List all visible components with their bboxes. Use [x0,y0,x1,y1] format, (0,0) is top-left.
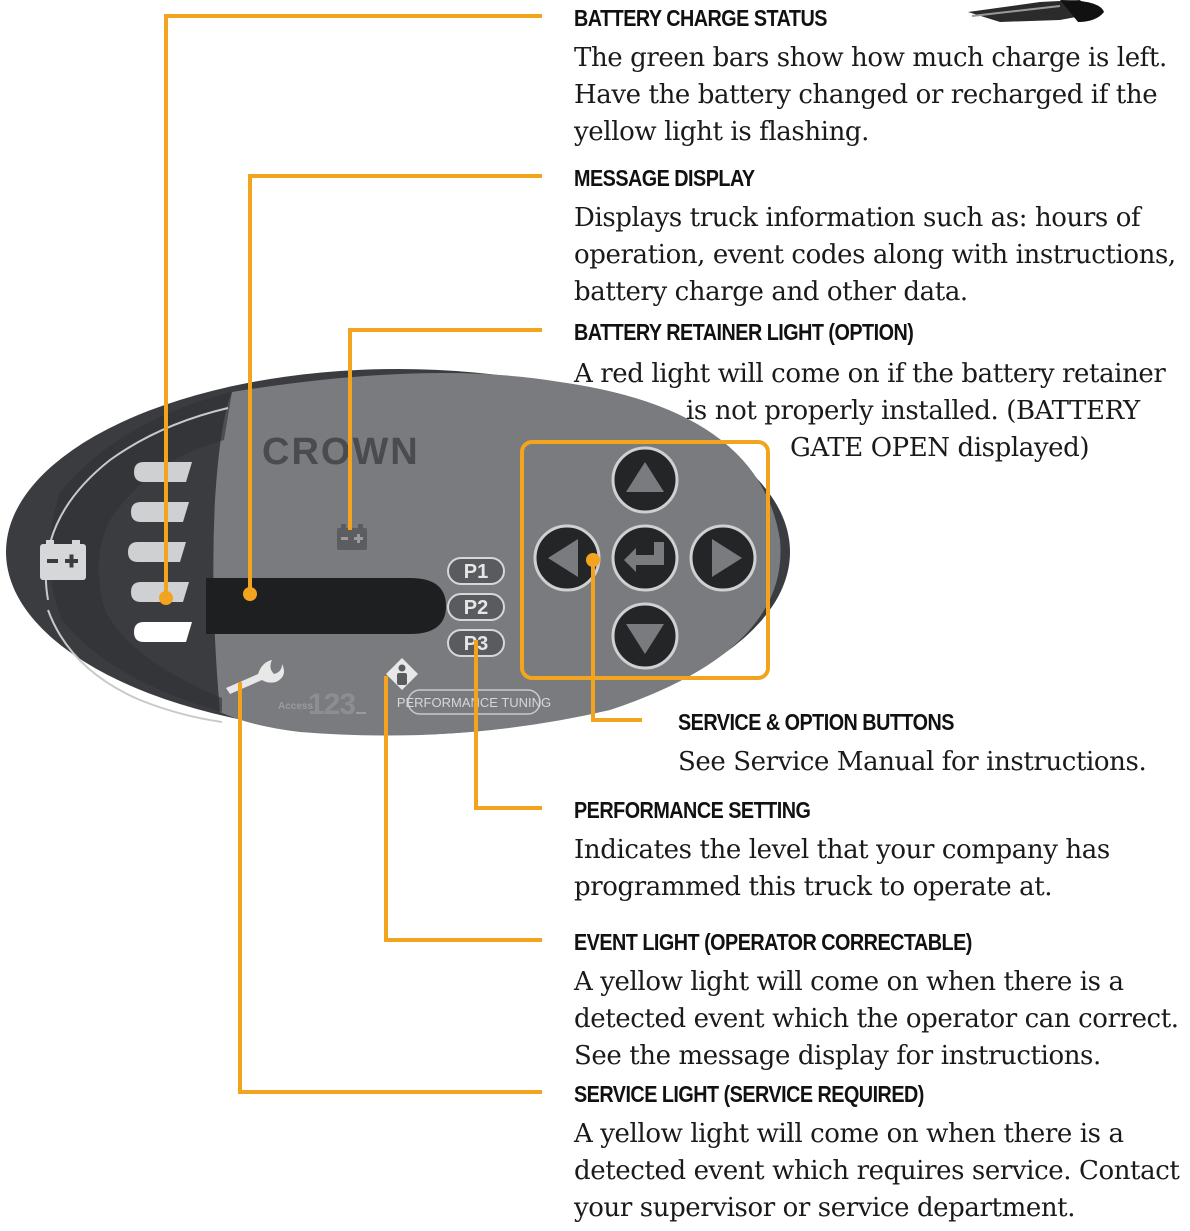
up-arrow-button[interactable] [611,446,679,514]
message-display-screen [206,578,446,634]
battery-bar [131,502,189,522]
down-arrow-button[interactable] [611,602,679,670]
callout-heading: PERFORMANCE SETTING [574,797,811,823]
leader-battery-retainer [348,328,542,530]
p2-button[interactable] [447,593,505,621]
battery-retainer-icon [337,524,367,550]
leader-event-light [384,676,542,942]
callout-body: Displays truck information such as: hour… [574,203,1176,307]
truck-detail-illustration [968,0,1104,22]
leader-performance-setting [474,640,542,810]
leader-service-light [238,682,542,1094]
crown-logo: CROWN [262,431,420,473]
up-arrow-icon [626,462,664,492]
callout-service-option-buttons: SERVICE & OPTION BUTTONS See Service Man… [678,708,1188,781]
leader-lines [159,14,770,1094]
callout-battery-charge-status: BATTERY CHARGE STATUS The green bars sho… [574,4,1186,151]
p1-button[interactable] [447,557,505,585]
callout-message-display: MESSAGE DISPLAY Displays truck informati… [574,164,1186,311]
callout-battery-retainer-light: BATTERY RETAINER LIGHT (OPTION) A red li… [574,318,1186,467]
svg-text:Access: Access [278,701,313,712]
callout-body: The green bars show how much charge is l… [574,43,1167,147]
callout-heading: BATTERY RETAINER LIGHT (OPTION) [574,319,914,345]
callout-body: A red light will come on if the battery … [574,359,1166,463]
callout-heading: SERVICE & OPTION BUTTONS [678,709,954,735]
leader-battery-charge [164,14,542,598]
p2-label: P2 [464,597,488,619]
down-arrow-icon [626,624,664,654]
leader-service-buttons [591,560,642,722]
battery-bar [131,582,189,602]
battery-bar [128,542,186,562]
operator-event-icon [386,658,418,690]
leader-message-display [248,174,542,594]
enter-icon [624,542,664,572]
left-arrow-icon [548,539,578,577]
navigation-buttons [533,446,757,670]
buttons-highlight-box [520,440,770,680]
enter-button[interactable] [611,524,679,592]
callout-heading: MESSAGE DISPLAY [574,165,755,191]
callout-body: Indicates the level that your company ha… [574,835,1110,902]
access-123-logo: Access 123 [278,688,366,721]
callout-heading: EVENT LIGHT (OPERATOR CORRECTABLE) [574,929,972,955]
callout-body: A yellow light will come on when there i… [574,1119,1180,1223]
right-arrow-icon [712,539,742,577]
callout-heading: BATTERY CHARGE STATUS [574,5,827,31]
svg-text:123: 123 [308,688,355,721]
battery-charge-bars [128,462,192,642]
p1-label: P1 [464,561,488,583]
callout-body: See Service Manual for instructions. [678,747,1147,777]
battery-bar [134,462,192,482]
callout-performance-setting: PERFORMANCE SETTING Indicates the level … [574,796,1186,906]
callout-body: A yellow light will come on when there i… [574,967,1179,1071]
right-arrow-button[interactable] [689,524,757,592]
callout-heading: SERVICE LIGHT (SERVICE REQUIRED) [574,1081,924,1107]
panel-arc-bottom [47,609,223,723]
callout-event-light: EVENT LIGHT (OPERATOR CORRECTABLE) A yel… [574,928,1186,1075]
battery-bar [134,622,192,642]
callout-service-light: SERVICE LIGHT (SERVICE REQUIRED) A yello… [574,1080,1186,1227]
battery-icon [40,540,86,580]
